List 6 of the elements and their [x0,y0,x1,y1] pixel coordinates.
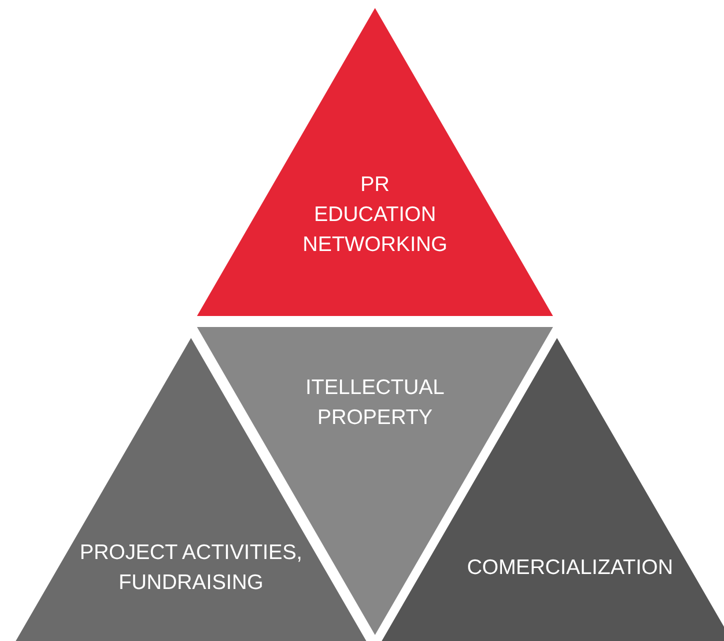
panel-text: COMERCIALIZATION [466,555,674,581]
panel-text: EDUCATION [312,202,438,228]
panel-text: ITELLECTUAL PROPERTY [304,375,446,431]
panel-text: PR [359,172,391,198]
panel-text: NETWORKING [302,232,448,258]
panel-text: PROJECT ACTIVITIES, FUNDRAISING [78,540,304,596]
